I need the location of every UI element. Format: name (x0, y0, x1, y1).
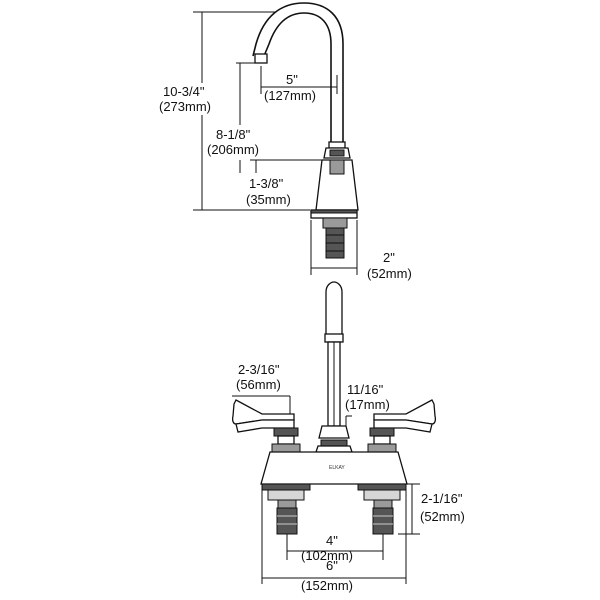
front-left-shank (261, 483, 311, 535)
side-total-height-metric: (273mm) (159, 99, 211, 114)
front-shank-metric: (52mm) (420, 509, 465, 524)
front-dimension-lines (232, 395, 420, 584)
front-view: ELKAY (231, 281, 465, 593)
side-base-height-metric: (35mm) (246, 192, 291, 207)
side-spout (252, 2, 344, 142)
side-spout-height-metric: (206mm) (207, 142, 259, 157)
front-logo: ELKAY (329, 465, 345, 471)
front-spout-base-imperial: 11/16" (347, 382, 384, 397)
front-centers-imperial: 4" (326, 533, 338, 548)
side-base-height-imperial: 1-3/8" (249, 176, 284, 191)
front-right-handle (367, 399, 437, 453)
front-left-handle (231, 399, 301, 453)
side-dimension-lines (193, 11, 358, 275)
side-view: 10-3/4" (273mm) 8-1/8" (206mm) 1-3/8" (3… (159, 2, 412, 281)
side-aerator (254, 53, 268, 64)
front-right-shank (357, 483, 407, 535)
side-faucet-body (310, 159, 359, 219)
front-shank-imperial: 2-1/16" (421, 491, 463, 506)
front-centers-metric: (102mm) (301, 548, 353, 563)
side-spout-height-imperial: 8-1/8" (216, 127, 251, 142)
side-shank (322, 217, 348, 259)
side-shank-metric: (52mm) (367, 266, 412, 281)
front-width-imperial: 6" (326, 558, 338, 573)
side-shank-imperial: 2" (383, 250, 395, 265)
front-width-metric: (152mm) (301, 578, 353, 593)
front-handle-height-imperial: 2-3/16" (238, 362, 280, 377)
side-total-height-imperial: 10-3/4" (163, 84, 205, 99)
side-reach-metric: (127mm) (264, 88, 316, 103)
front-spout (324, 281, 344, 427)
front-spout-base-metric: (17mm) (345, 397, 390, 412)
front-faucet-body: ELKAY (260, 451, 408, 485)
front-spout-coupling (315, 425, 353, 453)
side-spout-coupling (323, 141, 351, 159)
side-reach-imperial: 5" (286, 72, 298, 87)
front-handle-height-metric: (56mm) (236, 377, 281, 392)
